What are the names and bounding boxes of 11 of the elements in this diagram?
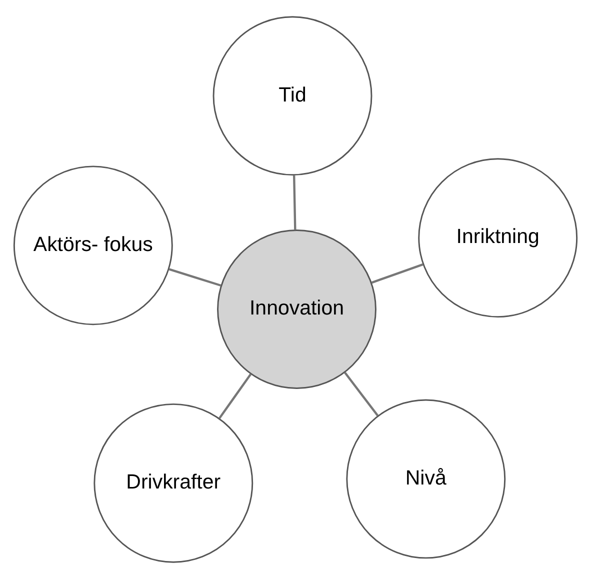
node-circle: Innovation	[217, 230, 376, 389]
connector	[292, 175, 296, 230]
connector	[168, 268, 222, 287]
node-circle: Drivkrafter	[94, 403, 254, 563]
connector	[371, 263, 424, 284]
node-circle: Nivå	[346, 399, 506, 559]
connector	[218, 373, 252, 419]
node-circle: Tid	[212, 16, 372, 176]
connector	[344, 372, 379, 416]
node-circle: Inriktning	[418, 158, 578, 318]
node-circle: Aktörs- fokus	[13, 166, 173, 326]
